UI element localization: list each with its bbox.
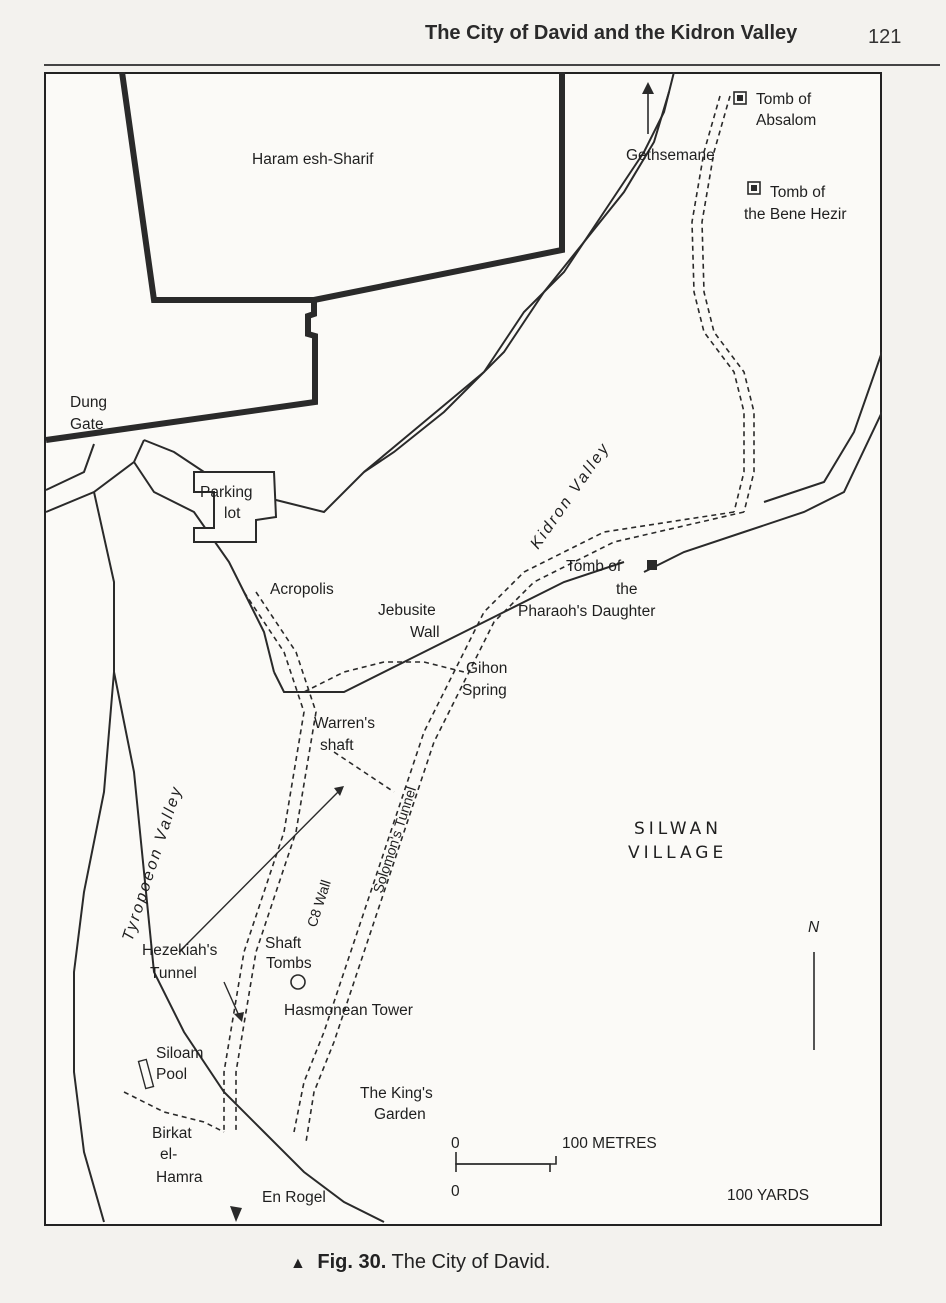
label-tyropoeon-valley: Tyropoeon Valley bbox=[120, 783, 186, 943]
label-kings-2: Garden bbox=[374, 1106, 426, 1123]
label-gethsemane: Gethsemane bbox=[626, 147, 715, 164]
tomb-pharaoh-marker bbox=[647, 560, 657, 570]
label-jebusite-2: Wall bbox=[410, 624, 440, 641]
label-gihon-1: Gihon bbox=[466, 660, 507, 677]
label-acropolis: Acropolis bbox=[270, 581, 334, 598]
scale-zero-top: 0 bbox=[451, 1135, 460, 1152]
label-birkat-1: Birkat bbox=[152, 1125, 192, 1142]
label-parking-2: lot bbox=[224, 505, 241, 522]
hezekiah-tunnel-pointer-head bbox=[334, 786, 344, 796]
running-head: The City of David and the Kidron Valley bbox=[425, 22, 798, 44]
label-siloam-1: Siloam bbox=[156, 1045, 203, 1062]
label-birkat-2: el- bbox=[160, 1146, 177, 1163]
label-c8-wall: C8 Wall bbox=[304, 878, 334, 929]
figure-caption: ▲ Fig. 30. The City of David. bbox=[290, 1251, 550, 1274]
label-tomb-absalom-2: Absalom bbox=[756, 112, 816, 129]
label-jebusite-1: Jebusite bbox=[378, 602, 436, 619]
tomb-hezir-marker-core bbox=[751, 185, 757, 191]
parking-lot-outline bbox=[193, 471, 278, 543]
scale-metres: 100 METRES bbox=[562, 1135, 657, 1152]
dashed-paths bbox=[123, 95, 755, 1143]
label-birkat-3: Hamra bbox=[156, 1169, 203, 1186]
label-shaft-1: Shaft bbox=[265, 935, 302, 952]
label-tomb-hezir-2: the Bene Hezir bbox=[744, 206, 847, 223]
haram-wall-east bbox=[313, 72, 565, 303]
label-kidron-valley: Kidron Valley bbox=[527, 439, 613, 552]
label-parking-1: Parking bbox=[200, 484, 253, 501]
label-village: VILLAGE bbox=[628, 843, 727, 863]
label-tomb-pharaoh-2: the bbox=[616, 581, 638, 598]
siloam-pool-marker bbox=[137, 1058, 155, 1090]
hezekiah-tunnel-pointer bbox=[178, 789, 341, 953]
label-tomb-absalom-1: Tomb of bbox=[756, 91, 812, 108]
caption-marker: ▲ bbox=[290, 1255, 306, 1272]
scale-yards: 100 YARDS bbox=[727, 1187, 809, 1204]
label-shaft-2: Tombs bbox=[266, 955, 312, 972]
gethsemane-arrowhead bbox=[642, 82, 654, 94]
label-en-rogel: En Rogel bbox=[262, 1189, 326, 1206]
scale-zero-bottom: 0 bbox=[451, 1183, 460, 1200]
label-hezekiah-2: Tunnel bbox=[150, 965, 197, 982]
hezekiah-tunnel-pointer-2 bbox=[223, 981, 241, 1019]
label-warrens-1: Warren's bbox=[314, 715, 375, 732]
label-dung-gate-2: Gate bbox=[70, 416, 104, 433]
label-kings-1: The King's bbox=[360, 1085, 433, 1102]
label-solomons-tunnel: Solomon's Tunnel bbox=[370, 785, 419, 895]
caption-text: The City of David. bbox=[391, 1251, 551, 1273]
north-label: N bbox=[808, 919, 820, 936]
scale-bar bbox=[455, 1152, 557, 1172]
label-hasmonean: Hasmonean Tower bbox=[284, 1002, 413, 1019]
en-rogel-arrowhead bbox=[230, 1206, 242, 1222]
label-tomb-hezir-1: Tomb of bbox=[770, 184, 826, 201]
page-number: 121 bbox=[868, 26, 902, 48]
tomb-absalom-marker-core bbox=[737, 95, 743, 101]
map-frame bbox=[44, 72, 882, 1226]
header-rule bbox=[44, 64, 940, 66]
shaft-tomb-marker bbox=[290, 974, 306, 990]
label-warrens-2: shaft bbox=[320, 737, 354, 754]
haram-wall bbox=[45, 72, 318, 443]
label-dung-gate-1: Dung bbox=[70, 394, 107, 411]
caption-figure-number: Fig. 30. bbox=[317, 1251, 387, 1273]
label-gihon-2: Spring bbox=[462, 682, 507, 699]
label-tomb-pharaoh-1: Tomb of bbox=[566, 558, 622, 575]
hezekiah-tunnel-pointer-2-head bbox=[234, 1012, 244, 1022]
label-silwan: SILWAN bbox=[634, 819, 722, 839]
label-haram: Haram esh-Sharif bbox=[252, 151, 374, 168]
city-of-david-map: N 0 100 METRES 0 100 YARDS Haram esh-Sha… bbox=[45, 72, 882, 1223]
label-siloam-2: Pool bbox=[156, 1066, 187, 1083]
label-tomb-pharaoh-3: Pharaoh's Daughter bbox=[518, 603, 655, 620]
label-hezekiah-1: Hezekiah's bbox=[142, 942, 218, 959]
